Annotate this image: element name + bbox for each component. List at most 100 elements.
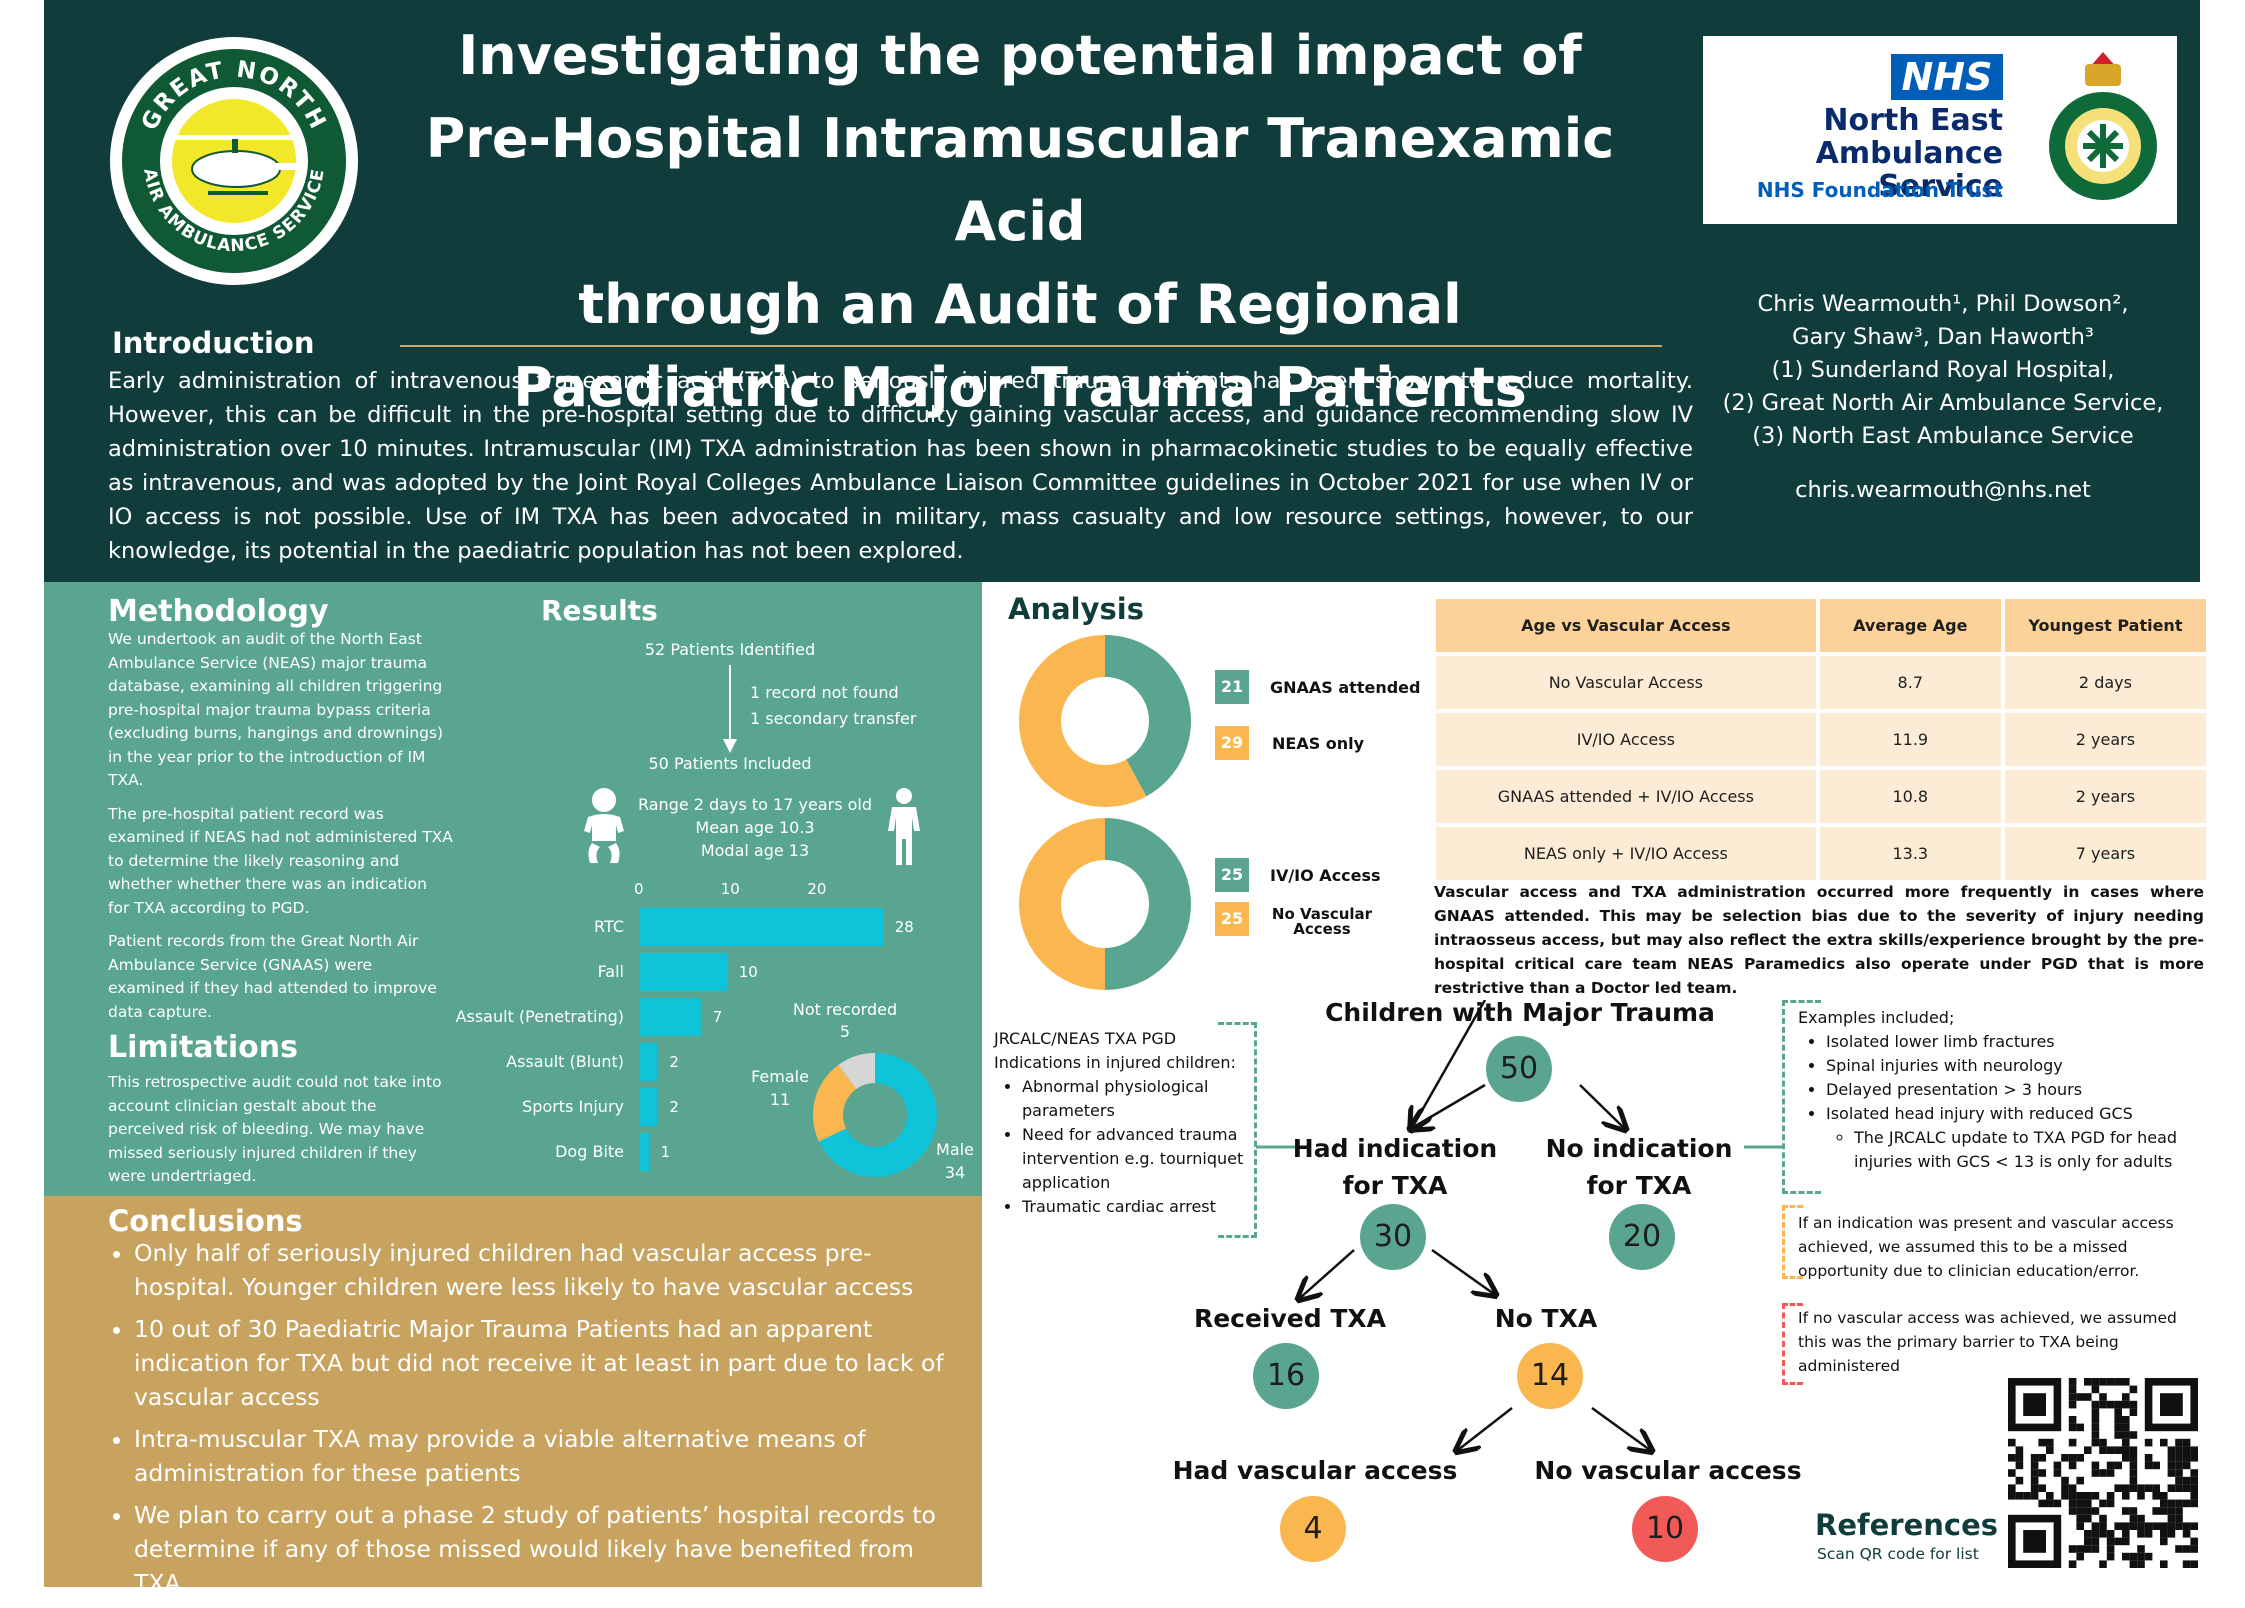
tree-no-vascular-label: No vascular access — [1534, 1456, 1802, 1485]
bar-mark — [640, 953, 727, 991]
donut-svg — [1019, 635, 1191, 807]
legend-gnaas-label: GNAAS attended — [1270, 678, 1421, 697]
conclusion-item: We plan to carry out a phase 2 study of … — [134, 1498, 968, 1600]
bar-mark — [640, 998, 701, 1036]
neas-logo-line1: North East — [1823, 103, 2003, 138]
references-subtext: Scan QR code for list — [1817, 1545, 1979, 1563]
table-cell: 2 days — [2004, 656, 2206, 709]
affiliation-3: (3) North East Ambulance Service — [1752, 423, 2134, 449]
legend-neas-value: 29 — [1215, 726, 1249, 760]
bar-category-label: Assault (Blunt) — [506, 1052, 624, 1071]
tree-no-txa-value: 14 — [1517, 1343, 1583, 1409]
sex-male-value: 34 — [944, 1163, 966, 1182]
nhs-badge: NHS — [1891, 54, 2003, 100]
sex-not-recorded-value: 5 — [839, 1022, 851, 1041]
donut-slice — [1105, 818, 1191, 990]
pgd-box: JRCALC/NEAS TXA PGD Indications in injur… — [994, 1027, 1250, 1219]
donut-slice — [818, 1053, 937, 1177]
example-subitem: The JRCALC update to TXA PGD for head in… — [1854, 1126, 2198, 1174]
legend-novasc-value: 25 — [1215, 902, 1249, 936]
sex-donut-chart — [810, 1050, 940, 1184]
bar-value-label: 2 — [669, 1098, 679, 1116]
modal-age: Modal age 13 — [700, 841, 810, 860]
bar-mark — [640, 1043, 658, 1081]
bar-value-label: 7 — [712, 1008, 723, 1026]
methodology-text: We undertook an audit of the North East … — [108, 628, 453, 1024]
helicopter-icon — [170, 135, 303, 195]
table-cell: 13.3 — [1819, 827, 2001, 880]
sex-female-value: 11 — [769, 1090, 791, 1109]
examples-title: Examples included; — [1798, 1008, 1955, 1027]
results-heading: Results — [541, 594, 658, 627]
methodology-heading: Methodology — [108, 594, 329, 629]
neas-logo-line3: NHS Foundation Trust — [1756, 178, 2003, 202]
poster-title: Investigating the potential impact of Pr… — [355, 14, 1685, 429]
examples-bracket — [1782, 1000, 1821, 1194]
authors-line-1: Chris Wearmouth¹, Phil Dowson², — [1757, 291, 2129, 317]
missed-bracket — [1782, 1205, 1803, 1279]
table-cell: 2 years — [2004, 713, 2206, 766]
contact-email[interactable]: chris.wearmouth@nhs.net — [1795, 477, 2091, 503]
excluded-record-not-found: 1 record not found — [750, 683, 899, 702]
bar-value-label: 28 — [894, 918, 914, 936]
table-header: Average Age — [1819, 599, 2001, 652]
bar-category-label: RTC — [594, 917, 624, 936]
conclusions-list: Only half of seriously injured children … — [108, 1236, 968, 1608]
tree-received-label: Received TXA — [1193, 1304, 1387, 1333]
tree-no-indication-label: No indication for TXA — [1545, 1134, 1733, 1200]
affiliation-1: (1) Sunderland Royal Hospital, — [1771, 357, 2115, 383]
references-heading: References — [1815, 1508, 1999, 1542]
donut-svg — [813, 1053, 937, 1177]
donut-slice — [813, 1064, 857, 1142]
pgd-item: Need for advanced trauma intervention e.… — [1022, 1123, 1250, 1195]
analysis-text: Vascular access and TXA administration o… — [1434, 883, 2204, 997]
tree-had-vascular-value: 4 — [1280, 1496, 1346, 1562]
donut-slice — [838, 1053, 875, 1090]
introduction-text: Early administration of intravenous tran… — [108, 368, 1693, 564]
conclusion-item: Only half of seriously injured children … — [134, 1236, 968, 1304]
patients-included: 50 Patients Included — [648, 754, 812, 773]
legend-novasc-label: No Vascular Access — [1271, 905, 1373, 938]
example-item: Isolated lower limb fractures — [1826, 1030, 2198, 1054]
title-line-1: Investigating the potential impact of — [458, 24, 1582, 87]
age-range: Range 2 days to 17 years old — [637, 795, 872, 814]
bar-axis-tick: 0 — [634, 880, 644, 898]
methodology-p1: We undertook an audit of the North East … — [108, 630, 444, 789]
bar-category-label: Dog Bite — [555, 1142, 624, 1161]
example-item: Isolated head injury with reduced GCS — [1826, 1102, 2198, 1126]
bar-mark — [640, 908, 883, 946]
donut-slice — [1019, 635, 1147, 807]
sex-male-label: Male — [936, 1140, 974, 1159]
sex-female-label: Female — [751, 1067, 809, 1086]
tree-had-indication-value: 30 — [1360, 1204, 1426, 1270]
introduction-heading: Introduction — [112, 326, 315, 360]
table-cell: 7 years — [2004, 827, 2206, 880]
age-table-wrap: Age vs Vascular Access Average Age Young… — [1432, 595, 2210, 884]
conclusion-item: Intra-muscular TXA may provide a viable … — [134, 1422, 968, 1490]
bar-value-label: 2 — [669, 1053, 679, 1071]
references-qr-code[interactable] — [2008, 1378, 2198, 1572]
table-row: NEAS only + IV/IO Access 13.3 7 years — [1436, 827, 2206, 880]
example-item: Spinal injuries with neurology — [1826, 1054, 2198, 1078]
methodology-p3: Patient records from the Great North Air… — [108, 932, 437, 1021]
gnaas-donut-chart — [1016, 632, 1194, 814]
pgd-subtitle: Indications in injured children: — [994, 1053, 1236, 1072]
note-missed-opportunity: If an indication was present and vascula… — [1798, 1214, 2174, 1280]
authors-line-2: Gary Shaw³, Dan Haworth³ — [1792, 324, 2094, 350]
table-row: No Vascular Access 8.7 2 days — [1436, 656, 2206, 709]
tree-root-value: 50 — [1486, 1036, 1552, 1102]
limitations-text: This retrospective audit could not take … — [108, 1073, 442, 1185]
child-icon — [888, 788, 920, 865]
access-donut-chart — [1016, 815, 1194, 997]
bar-category-label: Fall — [597, 962, 624, 981]
legend-ivio-label: IV/IO Access — [1270, 866, 1381, 885]
tree-received-value: 16 — [1253, 1343, 1319, 1409]
note-primary-barrier: If no vascular access was achieved, we a… — [1798, 1309, 2177, 1375]
table-row: GNAAS attended + IV/IO Access 10.8 2 yea… — [1436, 770, 2206, 823]
tree-arrows — [1256, 1000, 1784, 1560]
pgd-item: Abnormal physiological parameters — [1022, 1075, 1250, 1123]
title-line-2: Pre-Hospital Intramuscular Tranexamic Ac… — [425, 107, 1615, 253]
conclusions-panel — [44, 1196, 982, 1587]
neas-logo: NHS North East Ambulance Service NHS Fou… — [1703, 36, 2177, 224]
bar-mark — [640, 1088, 658, 1126]
